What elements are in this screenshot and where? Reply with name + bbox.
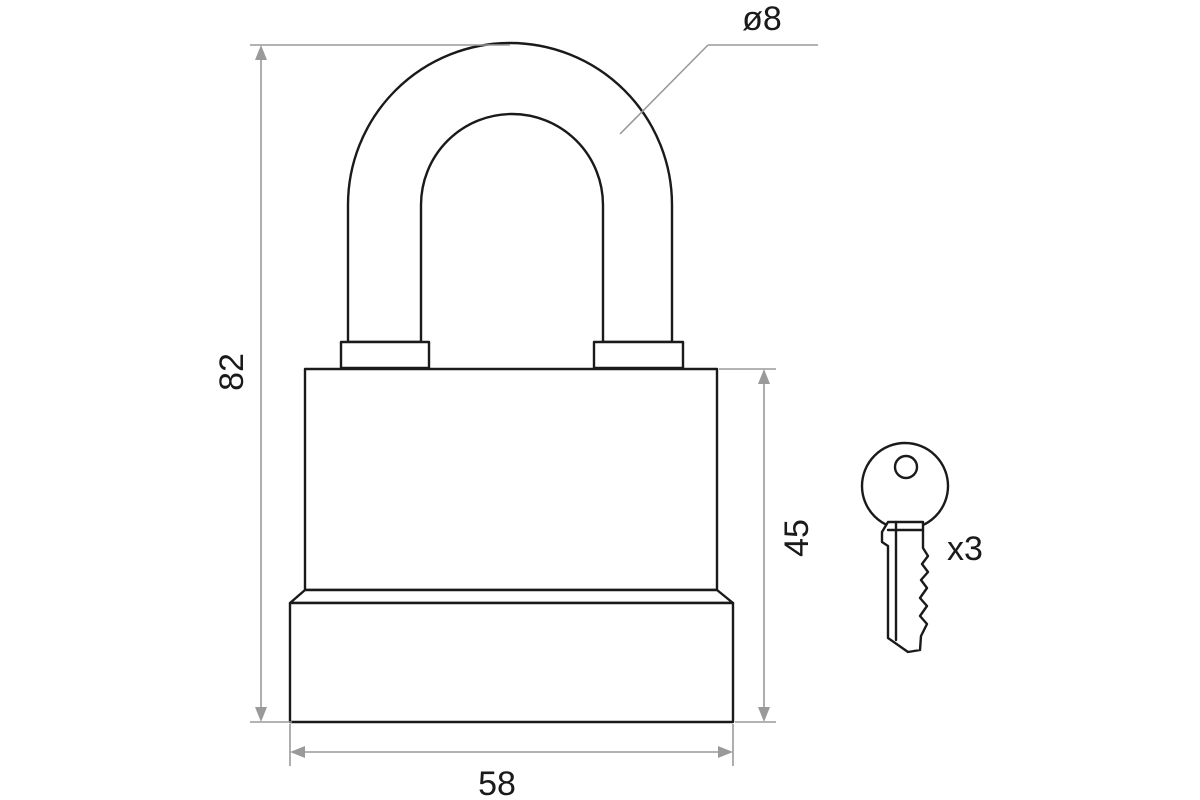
dimension-shackle-diameter: ø8 (619, 0, 818, 135)
key-hole (893, 454, 919, 480)
lock-base (288, 601, 735, 724)
dimension-width-label: 58 (478, 765, 516, 800)
dimension-height-total: 82 (213, 44, 510, 723)
key-icon (860, 441, 950, 654)
dimension-width: 58 (289, 724, 734, 800)
dimension-body-height: 45 (719, 368, 816, 723)
dimension-shackle-diameter-label: ø8 (742, 0, 782, 38)
shackle-collar-left (339, 340, 431, 370)
shackle-collar-right (592, 340, 685, 370)
dimension-body-height-label: 45 (778, 519, 816, 557)
padlock-icon (288, 41, 735, 724)
lock-body-chamfer (288, 588, 735, 605)
dimension-height-total-label: 82 (213, 353, 251, 391)
key-blade (880, 520, 930, 654)
key-count-label: x3 (947, 530, 983, 568)
lock-body (303, 367, 719, 592)
shackle (346, 41, 674, 344)
